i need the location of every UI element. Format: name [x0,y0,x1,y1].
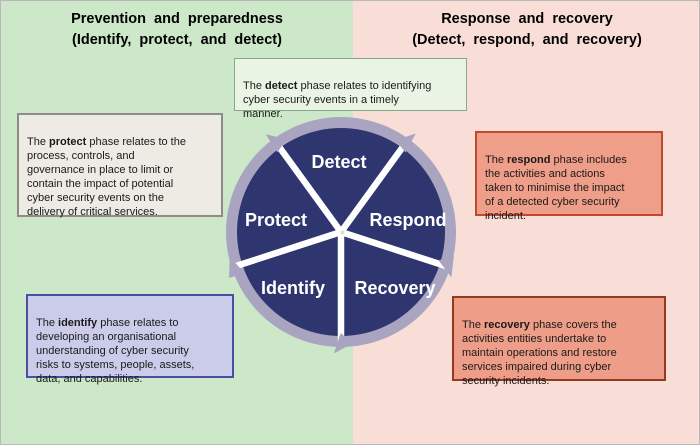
prevention-title-line2: (Identify, protect, and detect) [72,32,282,48]
response-title-line1: Response and recovery [441,11,613,27]
arrow-identify-protect-icon [229,256,245,279]
identify-description-box: The identify phase relates to developing… [26,294,234,385]
respond-text-pre: The [485,154,508,166]
detect-keyword: detect [265,80,298,92]
protect-description-box: The protect phase relates to the process… [17,113,223,218]
detect-description-box: The detect phase relates to identifying … [234,58,467,120]
detect-text-post: phase relates to identifying cyber secur… [243,80,432,120]
spoke-detect-respond [338,138,411,234]
arrow-protect-detect-icon [265,134,287,153]
spoke-respond-recovery [339,228,450,270]
respond-description-box: The respond phase includes the activitie… [475,131,663,222]
recovery-text-pre: The [462,319,485,331]
detect-text-pre: The [243,80,266,92]
wheel-spokes [232,138,450,345]
protect-text-pre: The [27,136,50,148]
protect-text-post: phase relates to the process, controls, … [27,136,186,218]
spoke-identify-protect [232,228,343,270]
respond-keyword: respond [507,154,551,166]
wheel-arrows [229,133,454,354]
wheel-label-protect: Protect [245,210,307,230]
response-title: Response and recovery (Detect, respond, … [353,9,699,51]
prevention-title-line1: Prevention and preparedness [71,11,283,27]
cycle-wheel: Detect Respond Recovery Identify Protect [226,117,456,354]
recovery-text-post: phase covers the activities entities und… [462,319,617,387]
response-title-line2: (Detect, respond, and recovery) [412,32,642,48]
spoke-protect-detect [271,138,344,234]
prevention-title: Prevention and preparedness (Identify, p… [1,9,353,51]
arrow-respond-recovery-icon [438,256,454,278]
wheel-label-detect: Detect [311,152,366,172]
identify-text-post: phase relates to developing an organisat… [36,317,195,385]
wheel-label-respond: Respond [369,210,446,230]
arrow-recovery-identify-icon [333,332,353,354]
wheel-hub-dot [340,230,345,235]
recovery-description-box: The recovery phase covers the activities… [452,296,666,387]
respond-text-post: phase includes the activities and action… [485,154,627,222]
recovery-keyword: recovery [484,319,530,331]
arrow-detect-respond-icon [395,133,416,153]
wheel-label-identify: Identify [261,278,325,298]
identify-text-pre: The [36,317,59,329]
identify-keyword: identify [58,317,98,329]
wheel-label-recovery: Recovery [354,278,435,298]
protect-keyword: protect [49,136,87,148]
